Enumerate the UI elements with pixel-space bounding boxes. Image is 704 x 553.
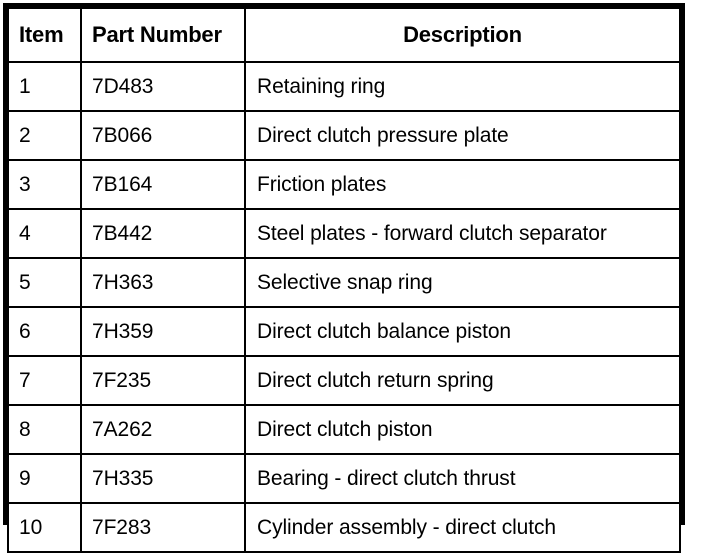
cell-description: Cylinder assembly - direct clutch xyxy=(244,502,681,553)
cell-description: Direct clutch pressure plate xyxy=(244,110,681,161)
cell-part-number: 7A262 xyxy=(80,404,246,455)
table-header-row: Item Part Number Description xyxy=(7,7,681,63)
table-row: 9 7H335 Bearing - direct clutch thrust xyxy=(7,453,681,504)
column-header-item: Item xyxy=(7,7,82,63)
parts-table: Item Part Number Description 1 7D483 Ret… xyxy=(7,7,681,553)
cell-description: Steel plates - forward clutch separator xyxy=(244,208,681,259)
cell-part-number: 7B442 xyxy=(80,208,246,259)
table-row: 10 7F283 Cylinder assembly - direct clut… xyxy=(7,502,681,553)
table-body: 1 7D483 Retaining ring 2 7B066 Direct cl… xyxy=(7,61,681,553)
cell-part-number: 7H363 xyxy=(80,257,246,308)
cell-description: Selective snap ring xyxy=(244,257,681,308)
column-header-part-number: Part Number xyxy=(80,7,246,63)
cell-item: 9 xyxy=(7,453,82,504)
cell-item: 8 xyxy=(7,404,82,455)
cell-description: Bearing - direct clutch thrust xyxy=(244,453,681,504)
table-row: 4 7B442 Steel plates - forward clutch se… xyxy=(7,208,681,259)
cell-item: 5 xyxy=(7,257,82,308)
table-row: 3 7B164 Friction plates xyxy=(7,159,681,210)
cell-part-number: 7H335 xyxy=(80,453,246,504)
table-header: Item Part Number Description xyxy=(7,7,681,63)
cell-part-number: 7B066 xyxy=(80,110,246,161)
cell-item: 6 xyxy=(7,306,82,357)
cell-part-number: 7B164 xyxy=(80,159,246,210)
table-row: 2 7B066 Direct clutch pressure plate xyxy=(7,110,681,161)
parts-table-container: Item Part Number Description 1 7D483 Ret… xyxy=(3,3,685,553)
cell-part-number: 7D483 xyxy=(80,61,246,112)
cell-description: Retaining ring xyxy=(244,61,681,112)
cell-description: Friction plates xyxy=(244,159,681,210)
cell-item: 3 xyxy=(7,159,82,210)
table-row: 8 7A262 Direct clutch piston xyxy=(7,404,681,455)
cell-item: 4 xyxy=(7,208,82,259)
column-header-description: Description xyxy=(244,7,681,63)
cell-item: 7 xyxy=(7,355,82,406)
cell-item: 2 xyxy=(7,110,82,161)
cell-description: Direct clutch balance piston xyxy=(244,306,681,357)
cell-part-number: 7H359 xyxy=(80,306,246,357)
cell-description: Direct clutch return spring xyxy=(244,355,681,406)
cell-part-number: 7F235 xyxy=(80,355,246,406)
table-row: 6 7H359 Direct clutch balance piston xyxy=(7,306,681,357)
table-row: 1 7D483 Retaining ring xyxy=(7,61,681,112)
table-row: 5 7H363 Selective snap ring xyxy=(7,257,681,308)
cell-part-number: 7F283 xyxy=(80,502,246,553)
cell-item: 10 xyxy=(7,502,82,553)
cell-item: 1 xyxy=(7,61,82,112)
table-row: 7 7F235 Direct clutch return spring xyxy=(7,355,681,406)
cell-description: Direct clutch piston xyxy=(244,404,681,455)
